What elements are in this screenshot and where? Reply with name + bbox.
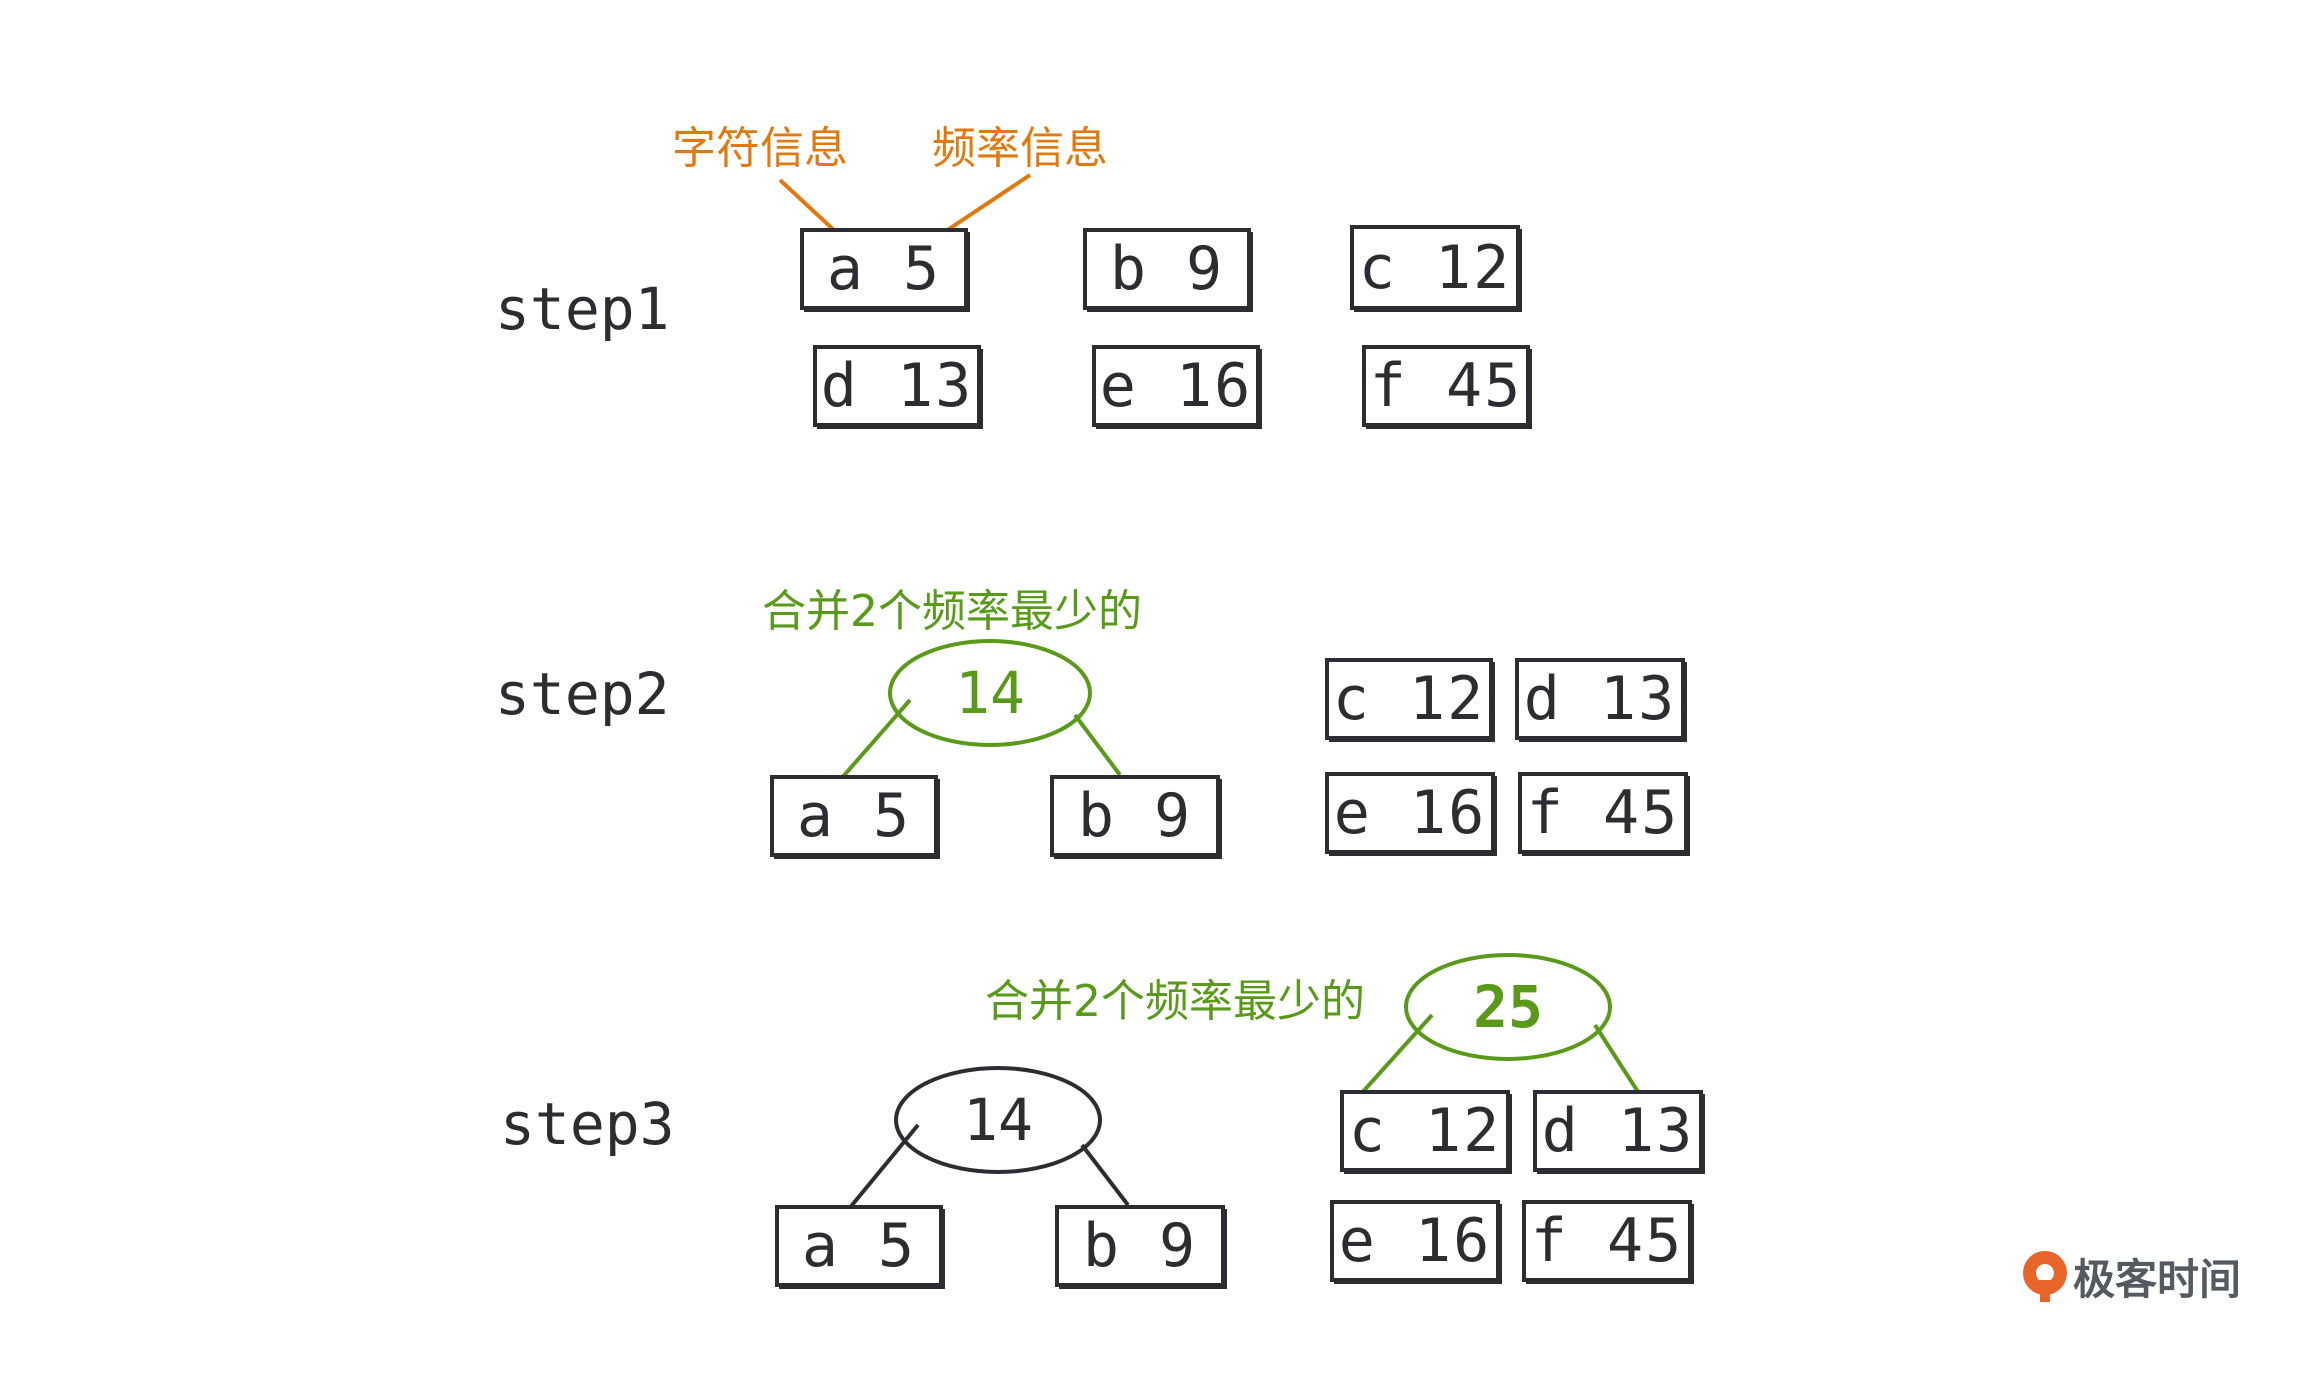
- node-label: a 5: [826, 234, 942, 304]
- step3-parent-oval-left: [894, 1066, 1102, 1174]
- step2-node-d: d 13: [1515, 658, 1685, 740]
- step3-edge-right-right: [1593, 1023, 1642, 1097]
- merge-note-step2: 合并2个频率最少的: [762, 586, 1142, 637]
- node-label: f 45: [1530, 1206, 1684, 1276]
- step3-node-f: f 45: [1522, 1200, 1692, 1282]
- node-label: c 12: [1348, 1096, 1502, 1166]
- step2-label: step2: [495, 660, 670, 728]
- brand-logo-text: 极客时间: [2073, 1255, 2242, 1304]
- step2-node-f: f 45: [1518, 772, 1688, 854]
- step3-parent-left-value: 14: [963, 1086, 1033, 1154]
- node-label: f 45: [1369, 351, 1523, 421]
- node-f: f 45: [1362, 345, 1530, 427]
- node-label: b 9: [1077, 781, 1193, 851]
- char-info-annotation: 字符信息: [672, 123, 848, 174]
- step3-edge-left-right: [1080, 1143, 1130, 1207]
- node-c: c 12: [1350, 225, 1520, 310]
- node-a: a 5: [800, 228, 968, 310]
- node-e: e 16: [1092, 345, 1260, 427]
- node-label: e 16: [1099, 351, 1253, 421]
- node-label: c 12: [1358, 232, 1512, 303]
- freq-info-annotation: 频率信息: [932, 123, 1108, 174]
- step2-edge-left: [838, 698, 912, 782]
- step3-node-e: e 16: [1330, 1200, 1500, 1282]
- step2-child-a: a 5: [770, 775, 938, 857]
- node-label: b 9: [1082, 1211, 1198, 1281]
- step3-edge-right-left: [1358, 1013, 1434, 1097]
- step2-parent-value: 14: [955, 659, 1025, 727]
- node-d: d 13: [813, 345, 981, 427]
- step3-child-d: d 13: [1533, 1090, 1703, 1172]
- node-label: d 13: [1523, 664, 1677, 734]
- step3-parent-right-value: 25: [1473, 973, 1543, 1041]
- step3-child-c: c 12: [1340, 1090, 1510, 1172]
- node-label: e 16: [1333, 778, 1487, 848]
- step3-label: step3: [500, 1090, 675, 1158]
- step1-label: step1: [495, 275, 670, 343]
- step2-parent-oval: [888, 639, 1092, 747]
- step3-child-a: a 5: [775, 1205, 943, 1287]
- step2-node-e: e 16: [1325, 772, 1495, 854]
- node-label: d 13: [1541, 1096, 1695, 1166]
- step3-child-b: b 9: [1055, 1205, 1225, 1287]
- brand-logo: 极客时间: [2073, 1246, 2241, 1307]
- node-label: d 13: [820, 351, 974, 421]
- node-label: e 16: [1338, 1206, 1492, 1276]
- step3-parent-oval-right: [1404, 953, 1612, 1061]
- step2-child-b: b 9: [1050, 775, 1220, 857]
- step3-edge-left-left: [846, 1123, 920, 1212]
- node-label: a 5: [801, 1211, 917, 1281]
- node-b: b 9: [1083, 228, 1251, 310]
- node-label: b 9: [1109, 234, 1225, 304]
- node-label: a 5: [796, 781, 912, 851]
- step2-edge-right: [1073, 713, 1122, 777]
- node-label: c 12: [1332, 664, 1486, 734]
- merge-note-step3: 合并2个频率最少的: [985, 976, 1365, 1027]
- node-label: f 45: [1526, 778, 1680, 848]
- step2-node-c: c 12: [1325, 658, 1493, 740]
